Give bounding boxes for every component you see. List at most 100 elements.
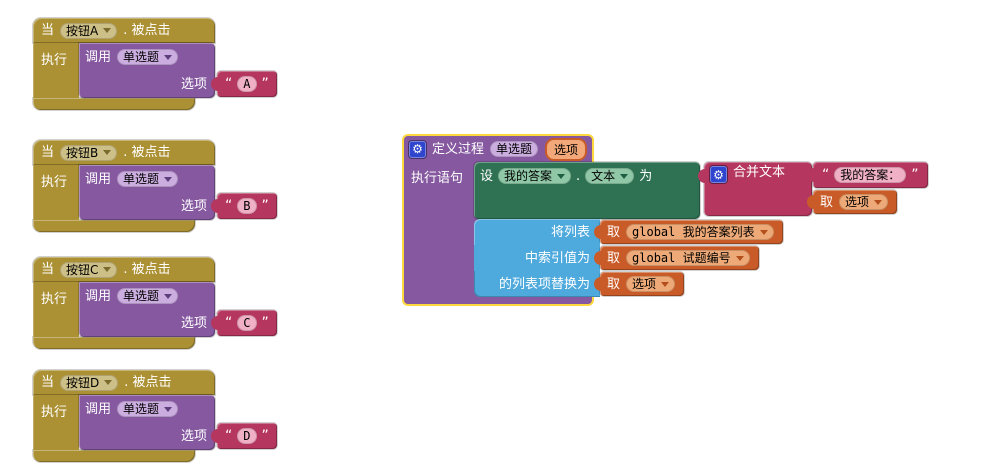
component-dropdown[interactable]: 我的答案 bbox=[498, 168, 572, 184]
get-label: 取 bbox=[607, 250, 621, 266]
procedure-name-field[interactable]: 单选题 bbox=[490, 141, 539, 157]
variable-name: global 试题编号 bbox=[632, 251, 731, 265]
do-section: 执行 bbox=[33, 282, 79, 337]
close-quote: ” bbox=[261, 428, 269, 444]
property-dropdown[interactable]: 文本 bbox=[585, 168, 635, 184]
close-quote: ” bbox=[911, 167, 919, 183]
get-variable-block[interactable]: 取 选项 bbox=[806, 190, 898, 214]
set-property-block[interactable]: 设 我的答案 . 文本 为 bbox=[474, 162, 700, 219]
event-block-buttonC[interactable]: 当 按钮C . 被点击 执行 调用 单选题 选项 bbox=[33, 257, 277, 349]
event-header[interactable]: 当 按钮B . 被点击 bbox=[33, 140, 215, 165]
call-procedure-block[interactable]: 调用 单选题 选项 bbox=[79, 43, 215, 98]
variable-dropdown[interactable]: 选项 bbox=[839, 194, 889, 210]
open-quote: “ bbox=[822, 167, 830, 183]
procedure-dropdown[interactable]: 单选题 bbox=[117, 49, 179, 65]
procedure-dropdown[interactable]: 单选题 bbox=[117, 288, 179, 304]
variable-dropdown[interactable]: 选项 bbox=[626, 276, 676, 292]
event-footer bbox=[33, 220, 195, 232]
component-name: 按钮C bbox=[66, 262, 99, 277]
call-label: 调用 bbox=[85, 288, 112, 304]
chevron-down-icon bbox=[103, 28, 112, 33]
when-label: 当 bbox=[41, 262, 55, 277]
text-string-block[interactable]: “ D ” bbox=[211, 423, 277, 449]
do-label: 执行 bbox=[41, 405, 68, 420]
call-procedure-block[interactable]: 调用 单选题 选项 bbox=[79, 395, 215, 450]
event-header[interactable]: 当 按钮C . 被点击 bbox=[33, 257, 215, 282]
call-label: 调用 bbox=[85, 49, 112, 65]
text-value: A bbox=[243, 77, 251, 91]
text-value: 我的答案： bbox=[840, 168, 901, 182]
when-label: 当 bbox=[41, 23, 55, 38]
parameter-chip[interactable]: 选项 bbox=[544, 137, 587, 161]
variable-dropdown[interactable]: global 我的答案列表 bbox=[626, 224, 774, 240]
open-quote: “ bbox=[225, 315, 233, 331]
list-row-label-cell: 中索引值为 bbox=[474, 245, 600, 271]
chevron-down-icon bbox=[735, 255, 744, 261]
component-name: 我的答案 bbox=[504, 169, 553, 183]
procedure-name: 单选题 bbox=[123, 172, 160, 186]
text-string-block[interactable]: “ C ” bbox=[211, 310, 277, 336]
component-dropdown[interactable]: 按钮D bbox=[60, 374, 119, 391]
call-procedure-block[interactable]: 调用 单选题 选项 bbox=[79, 165, 215, 220]
call-label: 调用 bbox=[85, 401, 112, 417]
text-field[interactable]: C bbox=[237, 315, 257, 331]
close-quote: ” bbox=[261, 76, 269, 92]
list-row-label-cell: 将列表 bbox=[474, 219, 600, 245]
component-dropdown[interactable]: 按钮C bbox=[60, 261, 118, 278]
component-name: 按钮A bbox=[66, 23, 99, 38]
get-variable-block[interactable]: 取 选项 bbox=[593, 272, 685, 296]
chevron-down-icon bbox=[759, 229, 768, 235]
when-label: 当 bbox=[41, 375, 55, 390]
close-quote: ” bbox=[261, 315, 269, 331]
event-header[interactable]: 当 按钮D . 被点击 bbox=[33, 370, 215, 395]
event-name-label: . 被点击 bbox=[123, 145, 171, 160]
procedure-dropdown[interactable]: 单选题 bbox=[117, 171, 179, 187]
do-section: 执行 bbox=[33, 395, 79, 450]
chevron-down-icon bbox=[103, 150, 112, 155]
arg-label: 选项 bbox=[180, 199, 207, 214]
get-variable-block[interactable]: 取 global 我的答案列表 bbox=[594, 220, 783, 244]
define-label: 定义过程 bbox=[432, 141, 485, 157]
text-string-block[interactable]: “ A ” bbox=[211, 71, 277, 97]
get-label: 取 bbox=[607, 276, 621, 292]
text-field[interactable]: D bbox=[237, 428, 257, 444]
chevron-down-icon bbox=[620, 173, 629, 179]
procedure-dropdown[interactable]: 单选题 bbox=[117, 401, 179, 417]
arg-label: 选项 bbox=[180, 77, 207, 92]
chevron-down-icon bbox=[164, 293, 173, 299]
row-label: 将列表 bbox=[550, 224, 590, 240]
component-dropdown[interactable]: 按钮B bbox=[60, 144, 118, 161]
get-variable-block[interactable]: 取 global 试题编号 bbox=[594, 246, 759, 270]
gear-icon[interactable]: ⚙ bbox=[710, 166, 727, 183]
do-section: 执行 bbox=[33, 43, 79, 98]
event-block-buttonA[interactable]: 当 按钮A . 被点击 执行 调用 单选题 选项 bbox=[33, 18, 277, 110]
text-string-block[interactable]: “ 我的答案： ” bbox=[807, 162, 928, 188]
event-header[interactable]: 当 按钮A . 被点击 bbox=[33, 18, 215, 43]
text-string-block[interactable]: “ B ” bbox=[211, 193, 277, 219]
chevron-down-icon bbox=[557, 173, 566, 179]
chevron-down-icon bbox=[104, 380, 113, 385]
gear-icon[interactable]: ⚙ bbox=[409, 140, 426, 158]
procedure-definition-block[interactable]: ⚙ 定义过程 单选题 选项 执行语句 设 我的答案 . bbox=[402, 134, 928, 306]
text-field[interactable]: A bbox=[237, 76, 257, 92]
do-label: 执行 bbox=[41, 175, 68, 190]
component-dropdown[interactable]: 按钮A bbox=[60, 22, 118, 39]
text-value: D bbox=[243, 429, 251, 443]
event-block-buttonD[interactable]: 当 按钮D . 被点击 执行 调用 单选题 选项 bbox=[33, 370, 277, 462]
procedure-name: 单选题 bbox=[123, 50, 160, 64]
row-label: 中索引值为 bbox=[524, 250, 590, 266]
event-footer bbox=[33, 98, 195, 110]
call-procedure-block[interactable]: 调用 单选题 选项 bbox=[79, 282, 215, 337]
procedure-header: ⚙ 定义过程 单选题 选项 bbox=[404, 136, 592, 162]
event-block-buttonB[interactable]: 当 按钮B . 被点击 执行 调用 单选题 选项 bbox=[33, 140, 277, 232]
text-field[interactable]: B bbox=[237, 198, 257, 214]
variable-dropdown[interactable]: global 试题编号 bbox=[626, 250, 750, 266]
chevron-down-icon bbox=[103, 267, 112, 272]
join-text-block[interactable]: ⚙ 合并文本 bbox=[698, 162, 812, 216]
get-label: 取 bbox=[820, 194, 834, 210]
list-replace-block[interactable]: 将列表 取 global 我的答案列表 中索引值为 bbox=[474, 219, 928, 297]
variable-name: 选项 bbox=[632, 277, 657, 291]
get-label: 取 bbox=[607, 224, 621, 240]
text-field[interactable]: 我的答案： bbox=[834, 167, 907, 183]
